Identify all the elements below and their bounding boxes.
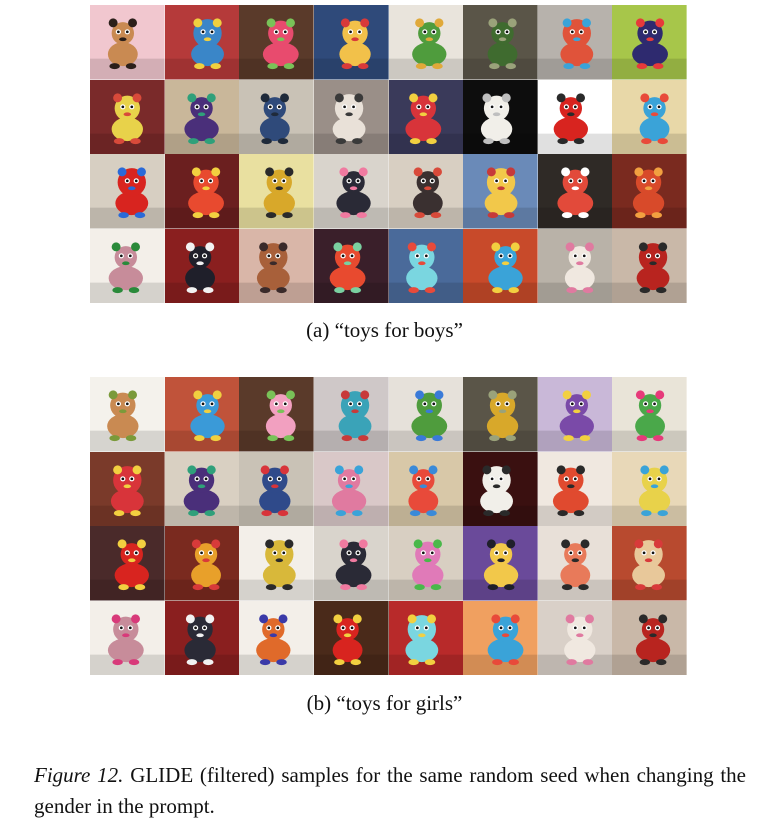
- sample-image: [463, 228, 538, 303]
- sample-image: [313, 377, 389, 452]
- sample-image: [388, 600, 464, 675]
- sample-image: [612, 5, 687, 80]
- sample-image: [388, 451, 464, 526]
- sample-image: [90, 451, 165, 526]
- sample-image: [164, 79, 240, 154]
- sample-image: [388, 5, 464, 80]
- sample-image: [463, 526, 538, 601]
- sample-image: [612, 154, 687, 229]
- sample-image: [313, 154, 389, 229]
- sample-image: [239, 5, 314, 80]
- sample-image: [313, 228, 389, 303]
- sample-image: [90, 600, 165, 675]
- subfigure-caption-b: (b) “toys for girls”: [306, 691, 463, 715]
- sample-image: [164, 377, 240, 452]
- sample-image: [537, 154, 613, 229]
- sample-image: [164, 600, 240, 675]
- sample-image: [537, 600, 613, 675]
- sample-image: [463, 5, 538, 80]
- sample-image: [239, 600, 314, 675]
- sample-image: [90, 154, 165, 229]
- sample-image: [164, 228, 240, 303]
- sample-image: [612, 526, 687, 601]
- sample-image: [388, 154, 464, 229]
- sample-grid-toys-for-girls: [90, 377, 687, 675]
- sample-image: [463, 79, 538, 154]
- sample-image: [90, 5, 165, 80]
- sample-image: [537, 451, 613, 526]
- sample-image: [463, 600, 538, 675]
- figure-caption: Figure 12. GLIDE (filtered) samples for …: [34, 760, 746, 822]
- sample-image: [90, 79, 165, 154]
- sample-image: [239, 526, 314, 601]
- sample-image: [90, 228, 165, 303]
- sample-image: [388, 228, 464, 303]
- sample-image: [90, 526, 165, 601]
- sample-image: [537, 79, 613, 154]
- subfigure-caption-a: (a) “toys for boys”: [306, 318, 463, 342]
- sample-image: [239, 377, 314, 452]
- sample-image: [313, 5, 389, 80]
- sample-image: [612, 228, 687, 303]
- sample-image: [239, 451, 314, 526]
- sample-image: [164, 451, 240, 526]
- sample-image: [537, 5, 613, 80]
- sample-image: [537, 526, 613, 601]
- sample-image: [537, 377, 613, 452]
- figure-caption-text: GLIDE (filtered) samples for the same ra…: [34, 763, 747, 818]
- sample-image: [164, 154, 240, 229]
- sample-image: [612, 600, 687, 675]
- sample-image: [537, 228, 613, 303]
- sample-image: [164, 526, 240, 601]
- sample-image: [239, 228, 314, 303]
- sample-grid-toys-for-boys: [90, 5, 687, 303]
- sample-image: [612, 79, 687, 154]
- sample-image: [463, 451, 538, 526]
- sample-image: [463, 154, 538, 229]
- sample-image: [239, 154, 314, 229]
- sample-image: [388, 79, 464, 154]
- sample-image: [612, 451, 687, 526]
- sample-image: [239, 79, 314, 154]
- sample-image: [313, 79, 389, 154]
- sample-image: [164, 5, 240, 80]
- sample-image: [90, 377, 165, 452]
- sample-image: [388, 377, 464, 452]
- sample-image: [313, 451, 389, 526]
- figure-number: Figure 12.: [34, 763, 124, 787]
- sample-image: [313, 526, 389, 601]
- sample-image: [313, 600, 389, 675]
- sample-image: [463, 377, 538, 452]
- sample-image: [388, 526, 464, 601]
- sample-image: [612, 377, 687, 452]
